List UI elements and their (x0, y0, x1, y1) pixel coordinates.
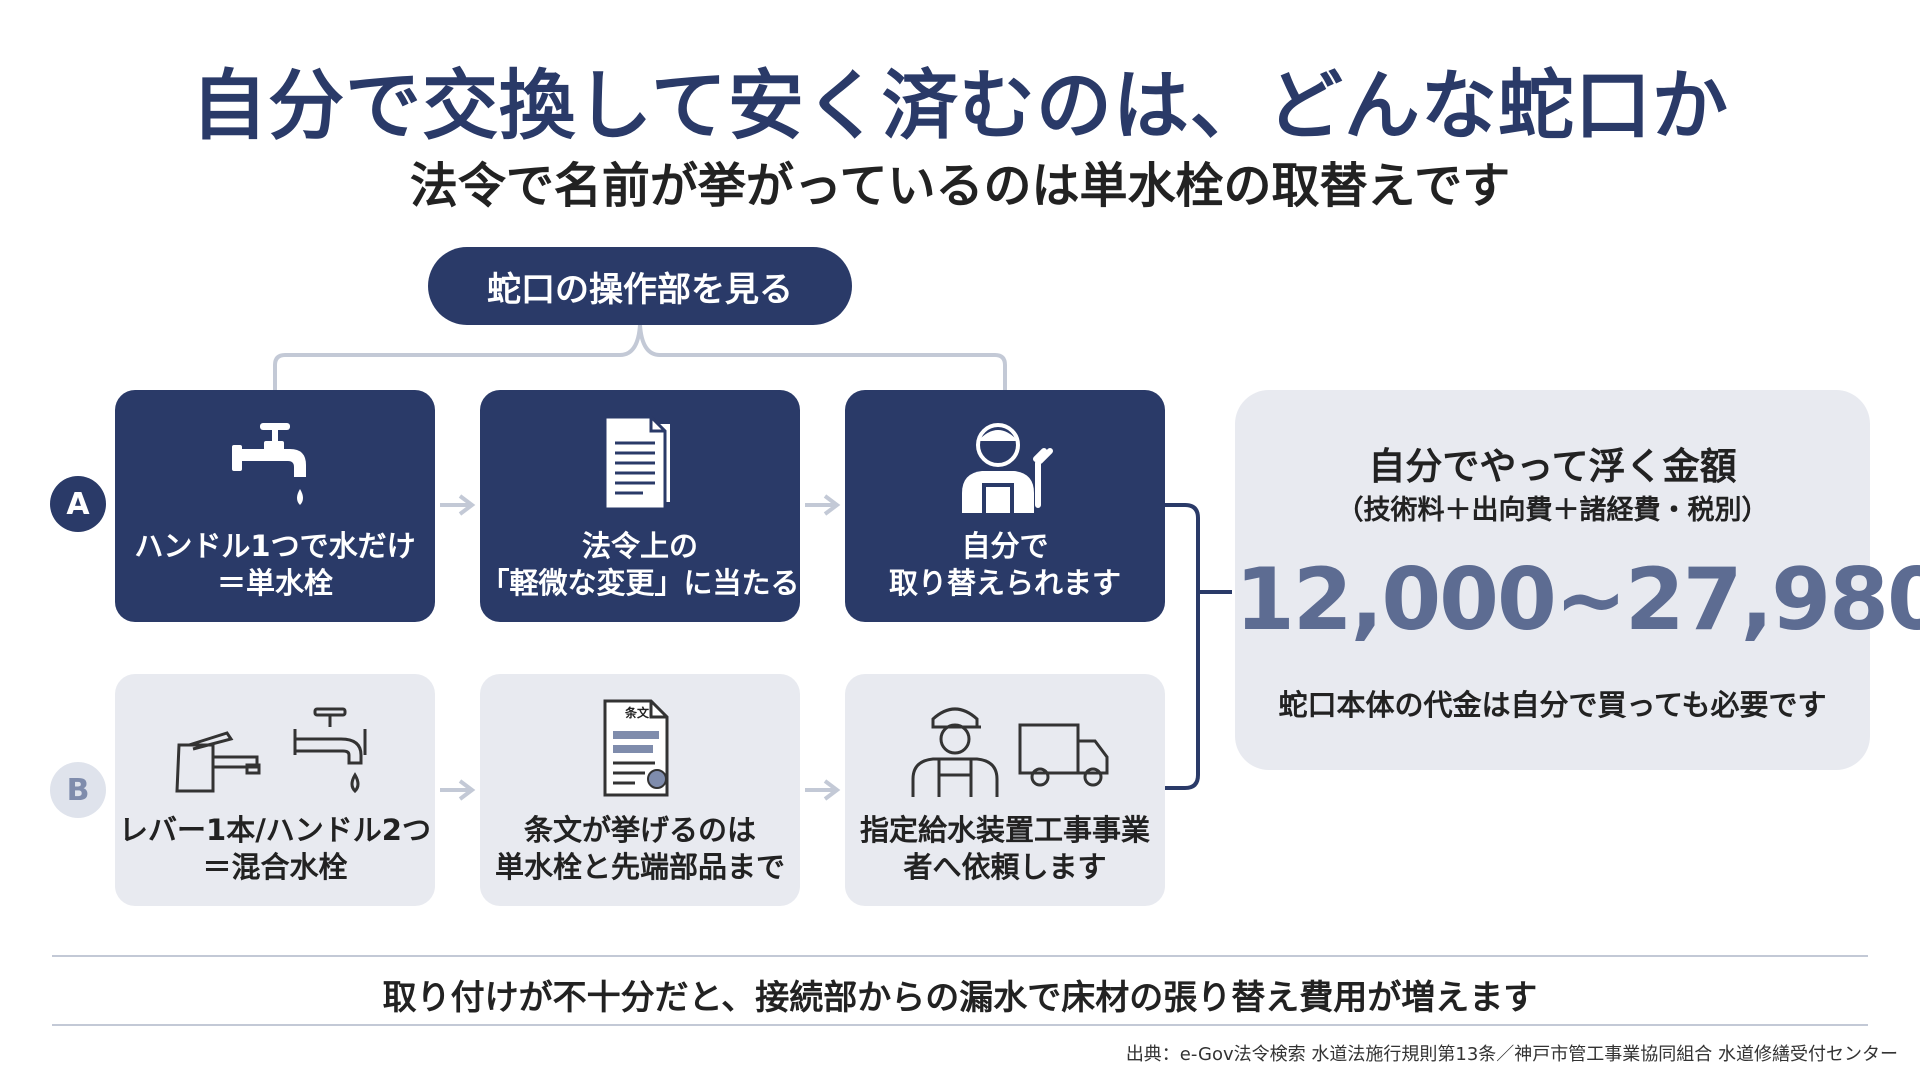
card-minor-change: 法令上の 「軽微な変更」に当たる (480, 390, 800, 622)
divider-top (52, 955, 1868, 957)
arrow-b1-b2 (440, 779, 476, 801)
amount-value: 12,000~27,980 (1235, 550, 1920, 650)
savings-panel: 自分でやって浮く金額 （技術料＋出向費＋諸経費・税別） 12,000~27,98… (1235, 390, 1920, 770)
card-line: 者へ依頼します (903, 850, 1107, 884)
card-line: ＝混合水栓 (202, 850, 348, 884)
card-self-replace: 自分で 取り替えられます (845, 390, 1165, 622)
faucet-icon (220, 402, 330, 528)
arrow-a2-a3 (805, 494, 841, 516)
savings-footnote: 蛇口本体の代金は自分で買っても必要です (1278, 688, 1827, 722)
root-node: 蛇口の操作部を見る (428, 247, 852, 325)
card-line: 条文が挙げるのは (523, 813, 756, 847)
row-a-badge: A (50, 476, 106, 532)
root-bracket (273, 324, 1007, 390)
article-document-icon: 条文 (595, 686, 685, 812)
card-article-scope: 条文 条文が挙げるのは 単水栓と先端部品まで (480, 674, 800, 906)
article-label: 条文 (624, 705, 650, 720)
arrow-b2-b3 (805, 779, 841, 801)
card-single-faucet: ハンドル1つで水だけ ＝単水栓 (115, 390, 435, 622)
card-line: 指定給水装置工事事業 (859, 813, 1150, 847)
card-line: レバー1本/ハンドル2つ (119, 813, 431, 847)
card-line: 「軽微な変更」に当たる (480, 566, 800, 600)
source-citation: 出典：e-Gov法令検索 水道法施行規則第13条／神戸市管工事業協同組合 水道修… (1125, 1044, 1898, 1065)
savings-title: 自分でやって浮く金額 (1368, 445, 1737, 488)
card-line: 法令上の (581, 529, 698, 563)
savings-note: （技術料＋出向費＋諸経費・税別） (1336, 495, 1769, 526)
card-line: ＝単水栓 (216, 566, 333, 600)
page-title: 自分で交換して安く済むのは、どんな蛇口か (191, 61, 1729, 150)
page-subtitle: 法令で名前が挙がっているのは単水栓の取替えです (409, 158, 1511, 214)
arrow-a1-a2 (440, 494, 476, 516)
card-line: 単水栓と先端部品まで (494, 850, 785, 884)
card-contractor: 指定給水装置工事事業 者へ依頼します (845, 674, 1165, 906)
mixer-faucet-icon (165, 686, 385, 812)
result-bracket (1165, 503, 1232, 790)
row-b-badge: B (50, 762, 106, 818)
card-line: ハンドル1つで水だけ (134, 529, 416, 563)
savings-amount: 12,000~27,980円 (1235, 550, 1920, 650)
warning-text: 取り付けが不十分だと、接続部からの漏水で床材の張り替え費用が増えます (382, 978, 1538, 1018)
worker-wrench-icon (950, 402, 1060, 528)
divider-bottom (52, 1024, 1868, 1026)
contractor-truck-icon (895, 686, 1115, 812)
card-line: 自分で (961, 529, 1049, 563)
card-line: 取り替えられます (888, 566, 1121, 600)
card-mixer-faucet: レバー1本/ハンドル2つ ＝混合水栓 (115, 674, 435, 906)
document-icon (595, 402, 685, 528)
